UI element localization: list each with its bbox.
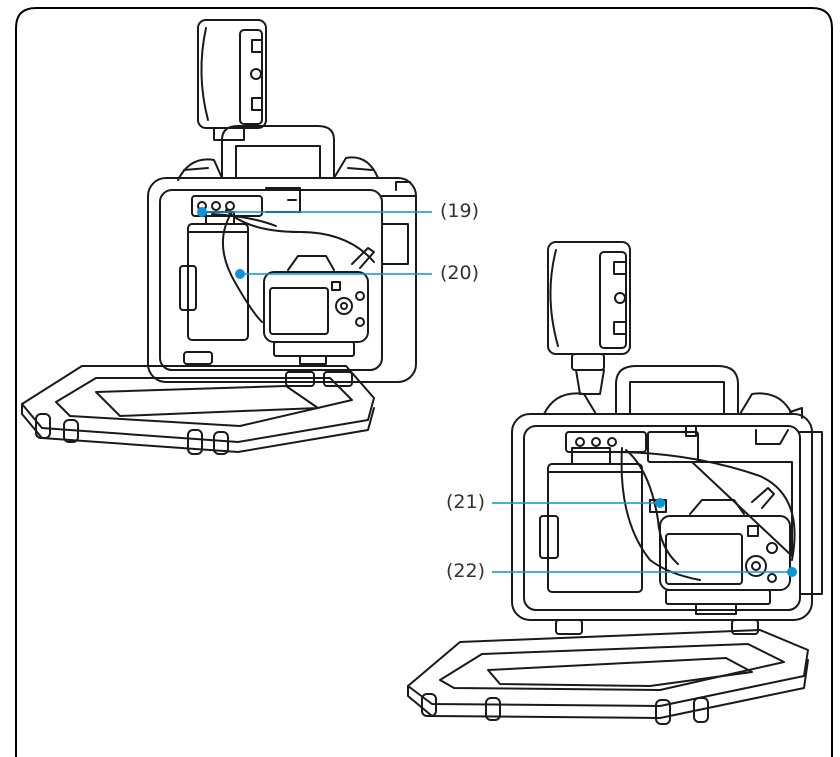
cables-left [211,209,375,323]
trail-camera-right [547,241,631,395]
callout-dot-21 [655,498,665,508]
callout-leaders [197,207,797,577]
battery-pack-right [539,447,643,593]
callout-label-21: (21) [446,491,486,513]
case-lid-right [407,629,809,725]
callout-label-19: (19) [440,200,480,222]
callout-label-22: (22) [446,560,486,582]
case-lid-left [21,365,375,455]
trail-camera-left [197,19,267,141]
case-handle-left [177,125,379,181]
callout-dot-19 [197,207,207,217]
dslr-camera-right [659,487,791,615]
callout-dot-20 [235,269,245,279]
dslr-camera-left [263,247,375,365]
connector-panel-right [565,425,699,463]
callout-dot-22 [787,567,797,577]
reflector-panel-right [691,461,793,557]
case-body-right [511,413,823,635]
case-body-left [147,177,417,387]
left-case-assembly [21,19,417,455]
case-handle-right [543,365,803,419]
frame-border [15,7,833,757]
cables-right [611,447,796,581]
callout-label-20: (20) [440,262,480,284]
right-case-assembly [407,241,823,725]
